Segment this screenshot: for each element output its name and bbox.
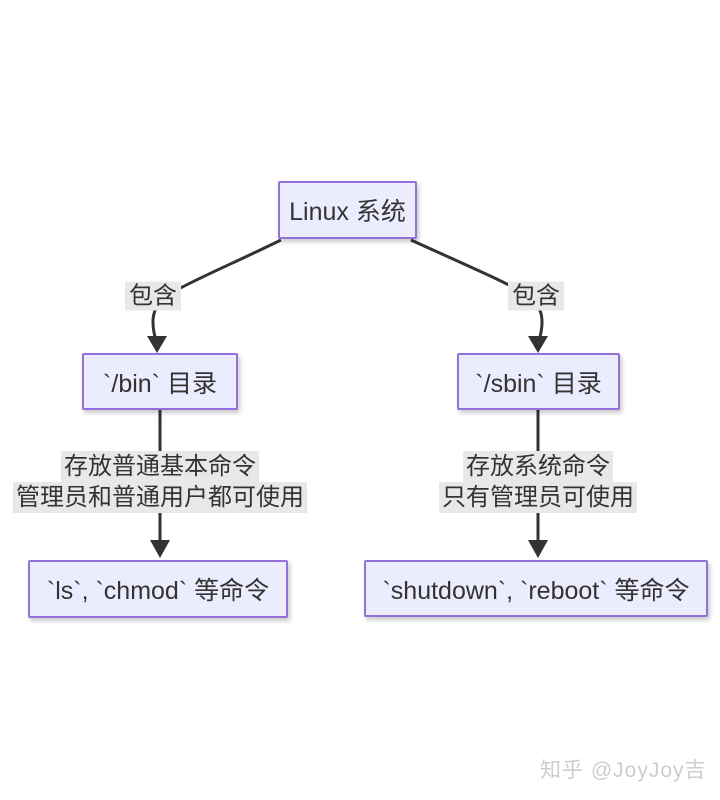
node-sbin-directory: `/sbin` 目录 (457, 353, 620, 410)
arrowhead-root-to-bin-icon (147, 336, 167, 353)
bin-description-line1: 存放普通基本命令 (61, 451, 259, 482)
arrowhead-root-to-sbin-icon (528, 336, 548, 353)
node-linux-system: Linux 系统 (278, 181, 417, 239)
arrowhead-bin-to-cmds-icon (150, 540, 170, 558)
sbin-description-line2: 只有管理员可使用 (439, 482, 637, 513)
node-bin-directory: `/bin` 目录 (82, 353, 238, 410)
node-bin-commands: `ls`, `chmod` 等命令 (28, 560, 288, 618)
sbin-description-line1: 存放系统命令 (463, 451, 613, 482)
edge-label-bin-description: 存放普通基本命令 管理员和普通用户都可使用 (13, 451, 307, 513)
zhihu-watermark: 知乎 @JoyJoy吉 (540, 759, 707, 782)
node-sbin-commands: `shutdown`, `reboot` 等命令 (364, 560, 708, 617)
edge-label-sbin-description: 存放系统命令 只有管理员可使用 (439, 451, 637, 513)
arrowhead-sbin-to-cmds-icon (528, 540, 548, 558)
edge-label-contains-right: 包含 (508, 281, 564, 311)
bin-description-line2: 管理员和普通用户都可使用 (13, 482, 307, 513)
edge-label-contains-left: 包含 (125, 281, 181, 311)
